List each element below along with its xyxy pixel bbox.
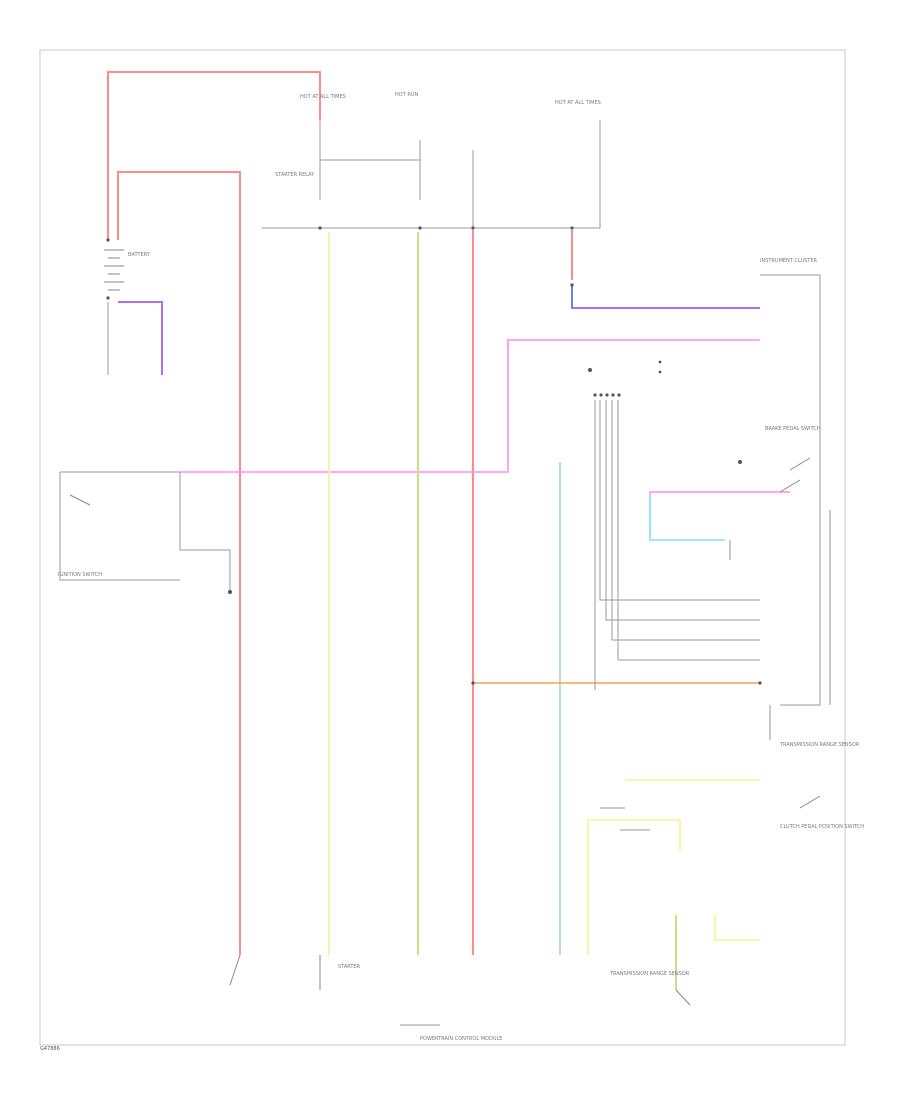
transmission-range-label-2: TRANSMISSION RANGE SENSOR (609, 971, 690, 977)
battery-symbol (104, 249, 124, 291)
pink-wires (180, 339, 790, 495)
label-texts: HOT AT ALL TIMES HOT RUN HOT AT ALL TIME… (40, 92, 864, 1052)
switch-symbols (69, 457, 821, 1006)
hot-run-label: HOT RUN (395, 92, 418, 98)
yellowgreen-wires (417, 232, 677, 990)
brake-pedal-label: BRAKE PEDAL SWITCH (765, 426, 821, 432)
starter-relay-label: STARTER RELAY (275, 172, 315, 178)
starter-label: STARTER (338, 964, 361, 970)
battery-label: BATTERY (128, 252, 151, 258)
blue-wires (571, 285, 725, 541)
instrument-cluster-label: INSTRUMENT CLUSTER (760, 258, 818, 264)
clutch-switch-label: CLUTCH PEDAL POSITION SWITCH (780, 824, 864, 830)
hot-label: HOT AT ALL TIMES (300, 94, 346, 100)
black-wires (59, 120, 831, 1026)
transmission-range-label: TRANSMISSION RANGE SENSOR (779, 742, 860, 748)
footer-code: G47886 (40, 1046, 60, 1052)
yellow-wires (328, 232, 760, 955)
connector-dots (106, 226, 762, 685)
hot-all-label: HOT AT ALL TIMES (555, 100, 601, 106)
diagram-frame (39, 49, 846, 1046)
red-wires (107, 71, 573, 955)
ignition-switch-label: IGNITION SWITCH (58, 572, 102, 578)
pcm-label: POWERTRAIN CONTROL MODULE (420, 1036, 502, 1042)
violet-wires (118, 285, 760, 375)
